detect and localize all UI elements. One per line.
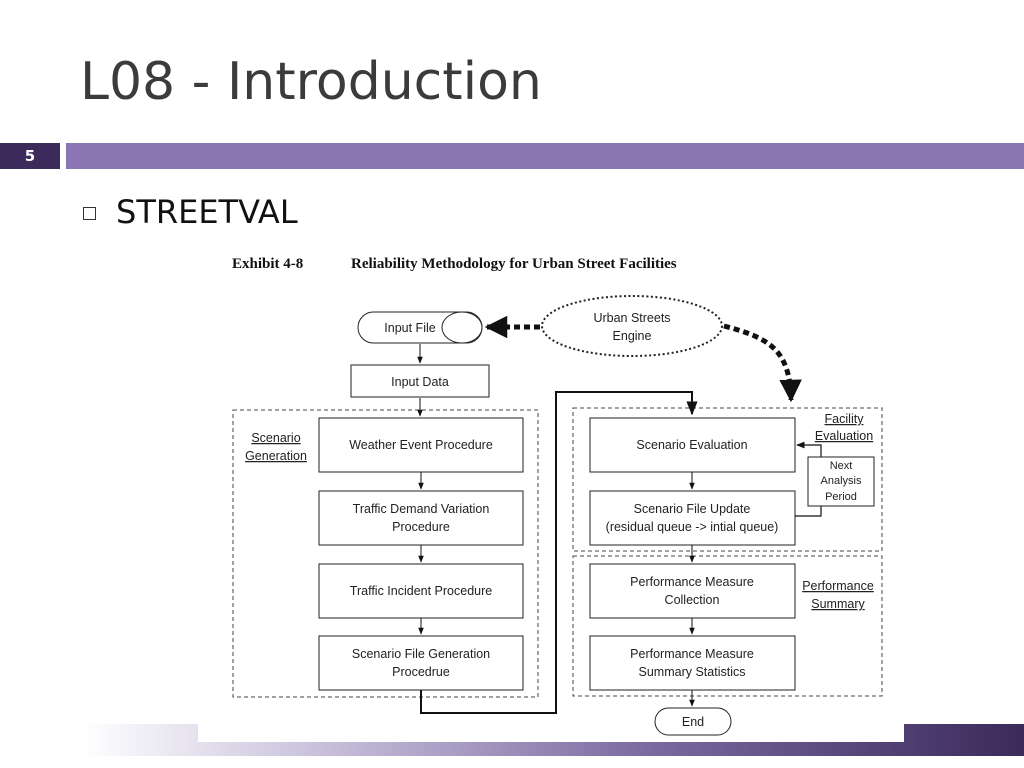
header-accent-bar (66, 143, 1024, 169)
square-bullet-icon (83, 207, 96, 220)
traffic-incident-label: Traffic Incident Procedure (350, 584, 492, 598)
facility-evaluation-label-line2: Evaluation (815, 429, 873, 443)
file-gen-label-line1: Scenario File Generation (352, 647, 490, 661)
facility-evaluation-label-line1: Facility (825, 412, 865, 426)
exhibit-number: Exhibit 4-8 (232, 256, 304, 272)
traffic-demand-node: Traffic Demand Variation Procedure (318, 490, 524, 546)
page-number-bar (0, 143, 60, 169)
end-node: End (654, 707, 732, 736)
page-number: 5 (24, 147, 36, 165)
performance-statistics-node: Performance Measure Summary Statistics (589, 635, 796, 691)
urban-streets-engine-node: Urban Streets Engine (541, 295, 723, 357)
performance-summary-label-line2: Summary (811, 597, 865, 611)
performance-summary-group (572, 555, 883, 697)
traffic-incident-node: Traffic Incident Procedure (318, 563, 524, 619)
perf-collect-label-line1: Performance Measure (630, 575, 754, 589)
scenario-generation-group (232, 409, 539, 698)
exhibit-title: Reliability Methodology for Urban Street… (351, 256, 677, 272)
scenario-generation-label-line1: Scenario (251, 431, 300, 445)
scenario-generation-label-line2: Generation (245, 449, 307, 463)
bullet-text: STREETVAL (116, 193, 298, 231)
traffic-demand-label-line2: Procedure (392, 520, 450, 534)
engine-label-line1: Urban Streets (593, 311, 670, 325)
input-file-node: Input File (357, 311, 483, 344)
next-analysis-period-node: Next Analysis Period (807, 456, 875, 507)
input-data-label: Input Data (391, 375, 449, 389)
end-label: End (682, 715, 704, 729)
file-update-label-line1: Scenario File Update (634, 502, 751, 516)
perf-stats-label-line2: Summary Statistics (639, 665, 746, 679)
engine-to-evaluation-arrow (723, 323, 802, 403)
perf-collect-label-line2: Collection (665, 593, 720, 607)
performance-collection-node: Performance Measure Collection (589, 563, 796, 619)
loop-connector (795, 506, 822, 517)
next-label-line3: Period (825, 491, 857, 503)
scenario-file-generation-node: Scenario File Generation Procedrue (318, 635, 524, 691)
file-gen-label-line2: Procedrue (392, 665, 450, 679)
generation-to-evaluation-connector (420, 391, 698, 714)
traffic-demand-label-line1: Traffic Demand Variation (353, 502, 490, 516)
weather-event-label: Weather Event Procedure (349, 438, 493, 452)
engine-label-line2: Engine (613, 329, 652, 343)
input-file-label: Input File (384, 321, 435, 335)
file-update-label-line2: (residual queue -> intial queue) (606, 520, 779, 534)
scenario-evaluation-node: Scenario Evaluation (589, 417, 796, 473)
performance-summary-label-line1: Performance (802, 579, 874, 593)
slide-title: L08 - Introduction (80, 52, 542, 112)
next-label-line2: Analysis (821, 475, 862, 487)
facility-evaluation-group (572, 407, 883, 552)
input-data-node: Input Data (350, 364, 490, 398)
next-label-line1: Next (830, 460, 853, 472)
loop-back-arrow (796, 441, 822, 457)
scenario-file-update-node: Scenario File Update (residual queue -> … (589, 490, 796, 546)
weather-event-node: Weather Event Procedure (318, 417, 524, 473)
perf-stats-label-line1: Performance Measure (630, 647, 754, 661)
scenario-evaluation-label: Scenario Evaluation (636, 438, 747, 452)
